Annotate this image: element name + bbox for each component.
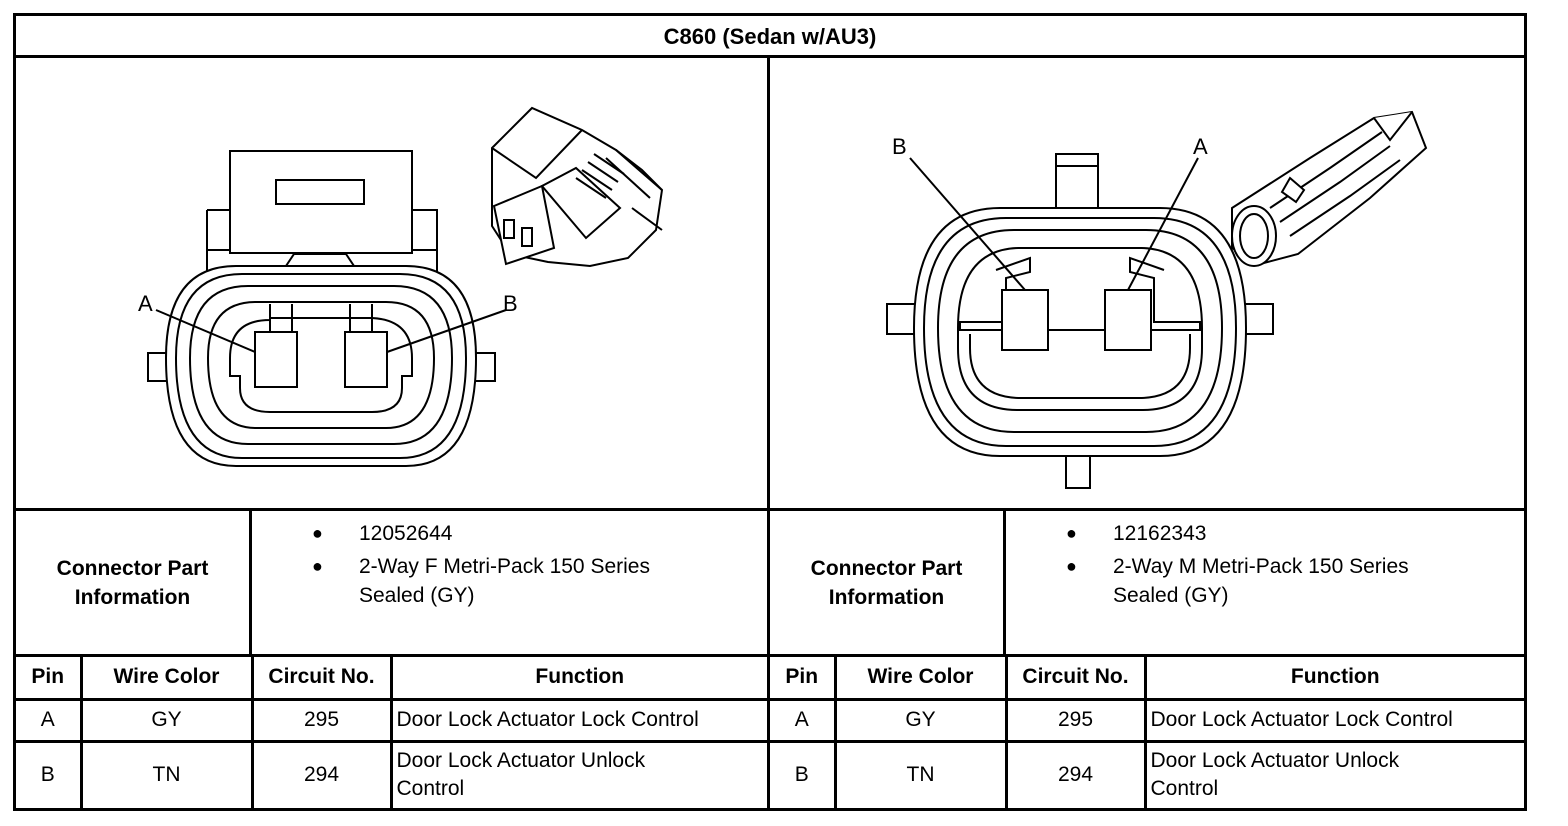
info-list: ● 12162343 ● 2-Way M Metri-Pack 150 Seri…	[1006, 511, 1524, 654]
pin-cell: B	[16, 739, 83, 808]
pin-table: Pin Wire Color Circuit No. Function A GY…	[770, 657, 1524, 808]
function-line1: Door Lock Actuator Unlock	[1150, 749, 1400, 773]
pin-a-label: A	[138, 291, 153, 316]
circuit-cell: 294	[1004, 739, 1147, 808]
circuit-cell: 295	[250, 697, 393, 743]
circuit-cell: 295	[1004, 697, 1147, 743]
table-row: A GY 295 Door Lock Actuator Lock Control	[16, 697, 767, 743]
info-label-line1: Connector Part	[56, 556, 209, 580]
pin-a-label: A	[1193, 134, 1208, 159]
header-circuit: Circuit No.	[250, 657, 393, 701]
header-circuit: Circuit No.	[1004, 657, 1147, 701]
bullet-icon: ●	[1066, 556, 1077, 576]
info-label: Connector Part Information	[16, 511, 252, 654]
connector-part-info: Connector Part Information ● 12162343 ● …	[770, 511, 1524, 657]
connector-diagram-male: B A	[770, 58, 1524, 511]
bullet-icon: ●	[1066, 523, 1077, 543]
connector-diagram-female: A B	[16, 58, 767, 511]
header-wire-color: Wire Color	[79, 657, 254, 701]
wire-color-cell: TN	[79, 739, 254, 808]
wire-color-cell: TN	[833, 739, 1008, 808]
connector-part-info: Connector Part Information ● 12052644 ● …	[16, 511, 767, 657]
part-number: 12052644	[359, 522, 453, 545]
part-description-line2: Sealed (GY)	[359, 584, 475, 607]
header-function: Function	[1143, 657, 1524, 701]
part-number: 12162343	[1113, 522, 1207, 545]
function-line1: Door Lock Actuator Lock Control	[1150, 708, 1453, 732]
info-label-line1: Connector Part	[810, 556, 963, 580]
info-list: ● 12052644 ● 2-Way F Metri-Pack 150 Seri…	[252, 511, 767, 654]
male-connector-drawing	[886, 110, 1428, 489]
part-description-line2: Sealed (GY)	[1113, 584, 1229, 607]
female-connector-drawing	[147, 106, 664, 467]
pin-b-label: B	[892, 134, 907, 159]
info-label-line2: Information	[74, 585, 191, 609]
connector-sheet: C860 (Sedan w/AU3)	[13, 13, 1527, 811]
pin-table: Pin Wire Color Circuit No. Function A GY…	[16, 657, 767, 808]
part-description-line1: 2-Way M Metri-Pack 150 Series	[1113, 555, 1409, 578]
part-description-line1: 2-Way F Metri-Pack 150 Series	[359, 555, 650, 578]
circuit-cell: 294	[250, 739, 393, 808]
header-pin: Pin	[16, 657, 83, 701]
pin-cell: A	[770, 697, 837, 743]
header-function: Function	[389, 657, 767, 701]
bullet-icon: ●	[312, 523, 323, 543]
info-label: Connector Part Information	[770, 511, 1006, 654]
function-cell: Door Lock Actuator Lock Control	[1143, 697, 1524, 743]
header-wire-color: Wire Color	[833, 657, 1008, 701]
pin-cell: B	[770, 739, 837, 808]
pin-cell: A	[16, 697, 83, 743]
wire-color-cell: GY	[79, 697, 254, 743]
function-line1: Door Lock Actuator Unlock	[396, 749, 646, 773]
connector-panel-male: B A Connector Part Information ● 1216234…	[770, 58, 1524, 808]
header-pin: Pin	[770, 657, 837, 701]
sheet-title: C860 (Sedan w/AU3)	[16, 16, 1524, 58]
function-cell: Door Lock Actuator Lock Control	[389, 697, 767, 743]
pin-b-label: B	[503, 291, 518, 316]
connector-panel-female: A B Connector Part Information ● 1205264…	[16, 58, 770, 808]
bullet-icon: ●	[312, 556, 323, 576]
function-line1: Door Lock Actuator Lock Control	[396, 708, 699, 732]
function-line2: Control	[1150, 777, 1219, 801]
function-line2: Control	[396, 777, 465, 801]
wire-color-cell: GY	[833, 697, 1008, 743]
info-label-line2: Information	[828, 585, 945, 609]
table-row: A GY 295 Door Lock Actuator Lock Control	[770, 697, 1524, 743]
